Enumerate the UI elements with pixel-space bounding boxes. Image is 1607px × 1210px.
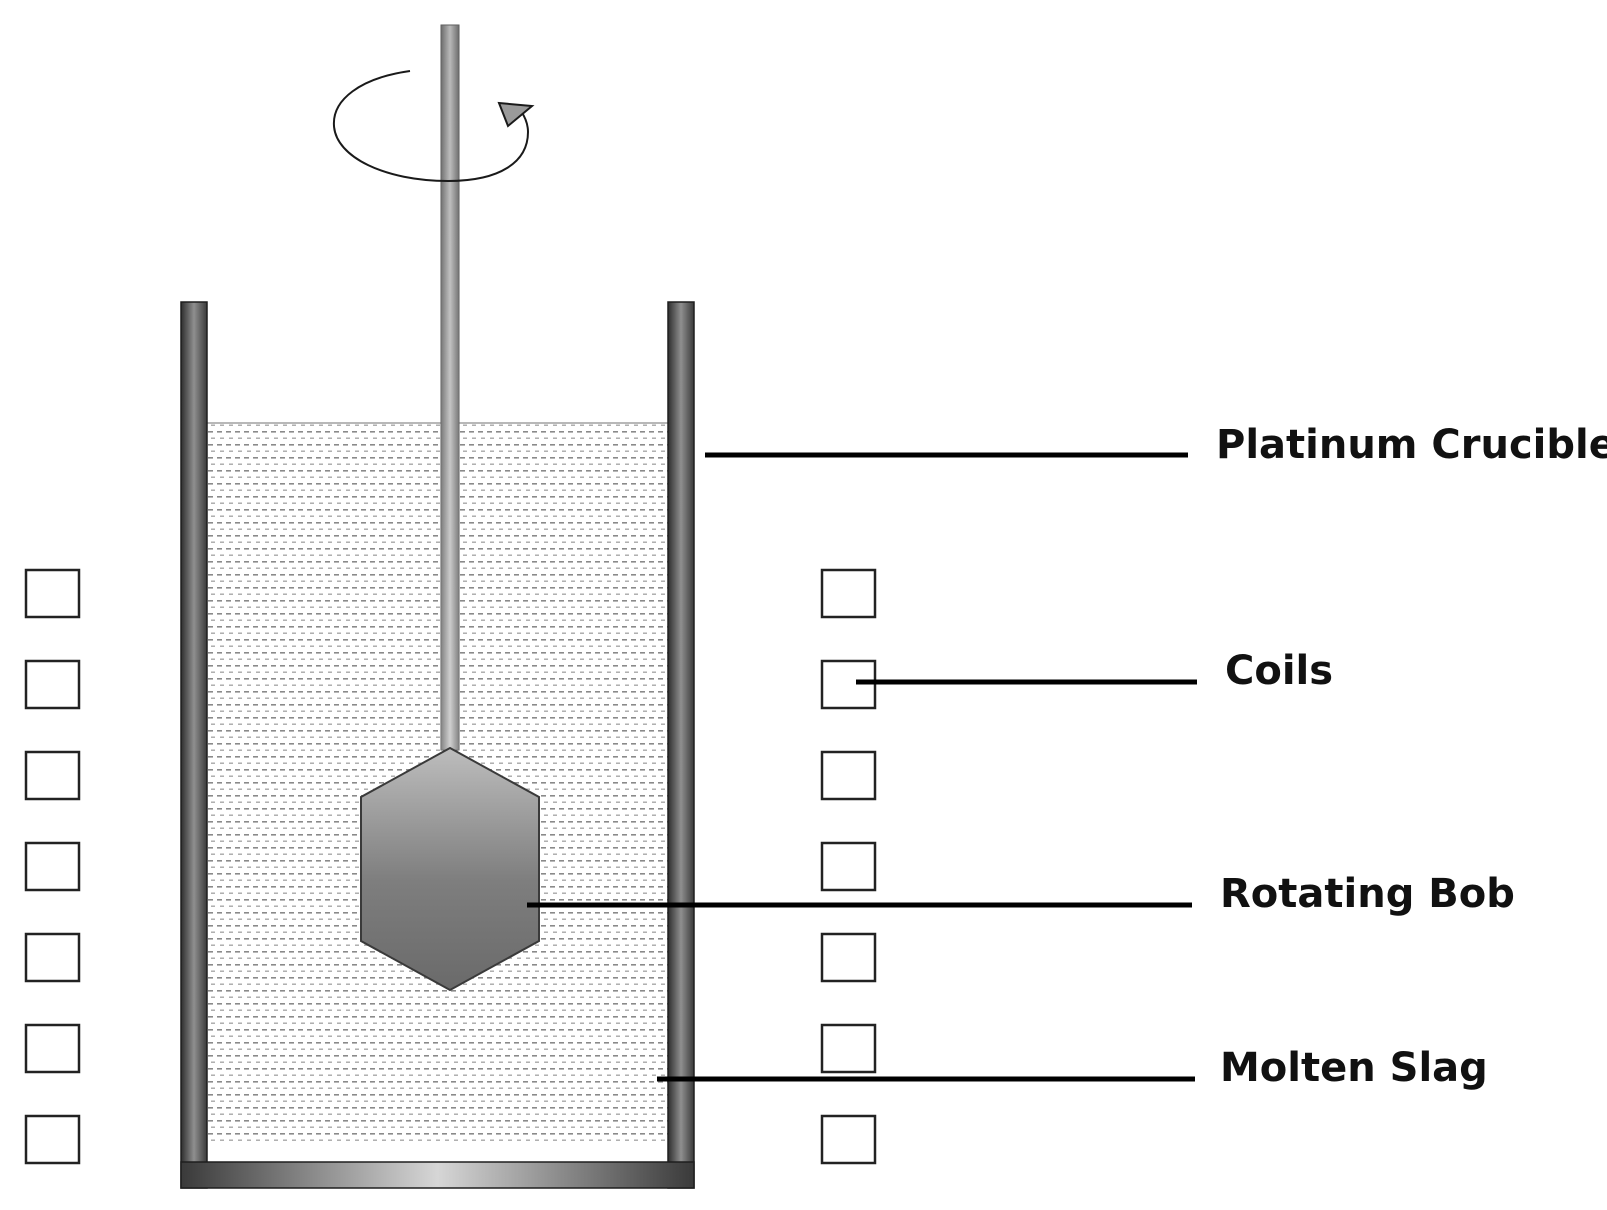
label-rotating-bob: Rotating Bob — [1220, 871, 1515, 917]
coil-left-6 — [24, 1023, 81, 1074]
coil-right-5 — [820, 932, 877, 983]
coil-left-3 — [24, 750, 81, 801]
coil-left-7 — [24, 1114, 81, 1165]
rotation-arrow — [332, 70, 530, 183]
rotating-bob — [360, 746, 540, 992]
rotation-arrowhead — [497, 101, 535, 128]
coil-right-1 — [820, 568, 877, 619]
coil-left-1 — [24, 568, 81, 619]
coil-right-4 — [820, 841, 877, 892]
coils-left-column — [24, 568, 81, 1165]
label-platinum-crucible: Platinum Crucible — [1216, 422, 1607, 468]
crucible-right-wall — [667, 301, 695, 1189]
coil-right-3 — [820, 750, 877, 801]
coil-left-4 — [24, 841, 81, 892]
coil-right-6 — [820, 1023, 877, 1074]
coil-left-2 — [24, 659, 81, 710]
coil-left-5 — [24, 932, 81, 983]
crucible-left-wall — [180, 301, 208, 1189]
label-coils: Coils — [1225, 648, 1333, 694]
coils-right-column — [820, 568, 877, 1165]
crucible-base — [180, 1161, 695, 1189]
shaft-shading — [441, 25, 459, 750]
coil-right-7 — [820, 1114, 877, 1165]
label-molten-slag: Molten Slag — [1220, 1045, 1488, 1091]
